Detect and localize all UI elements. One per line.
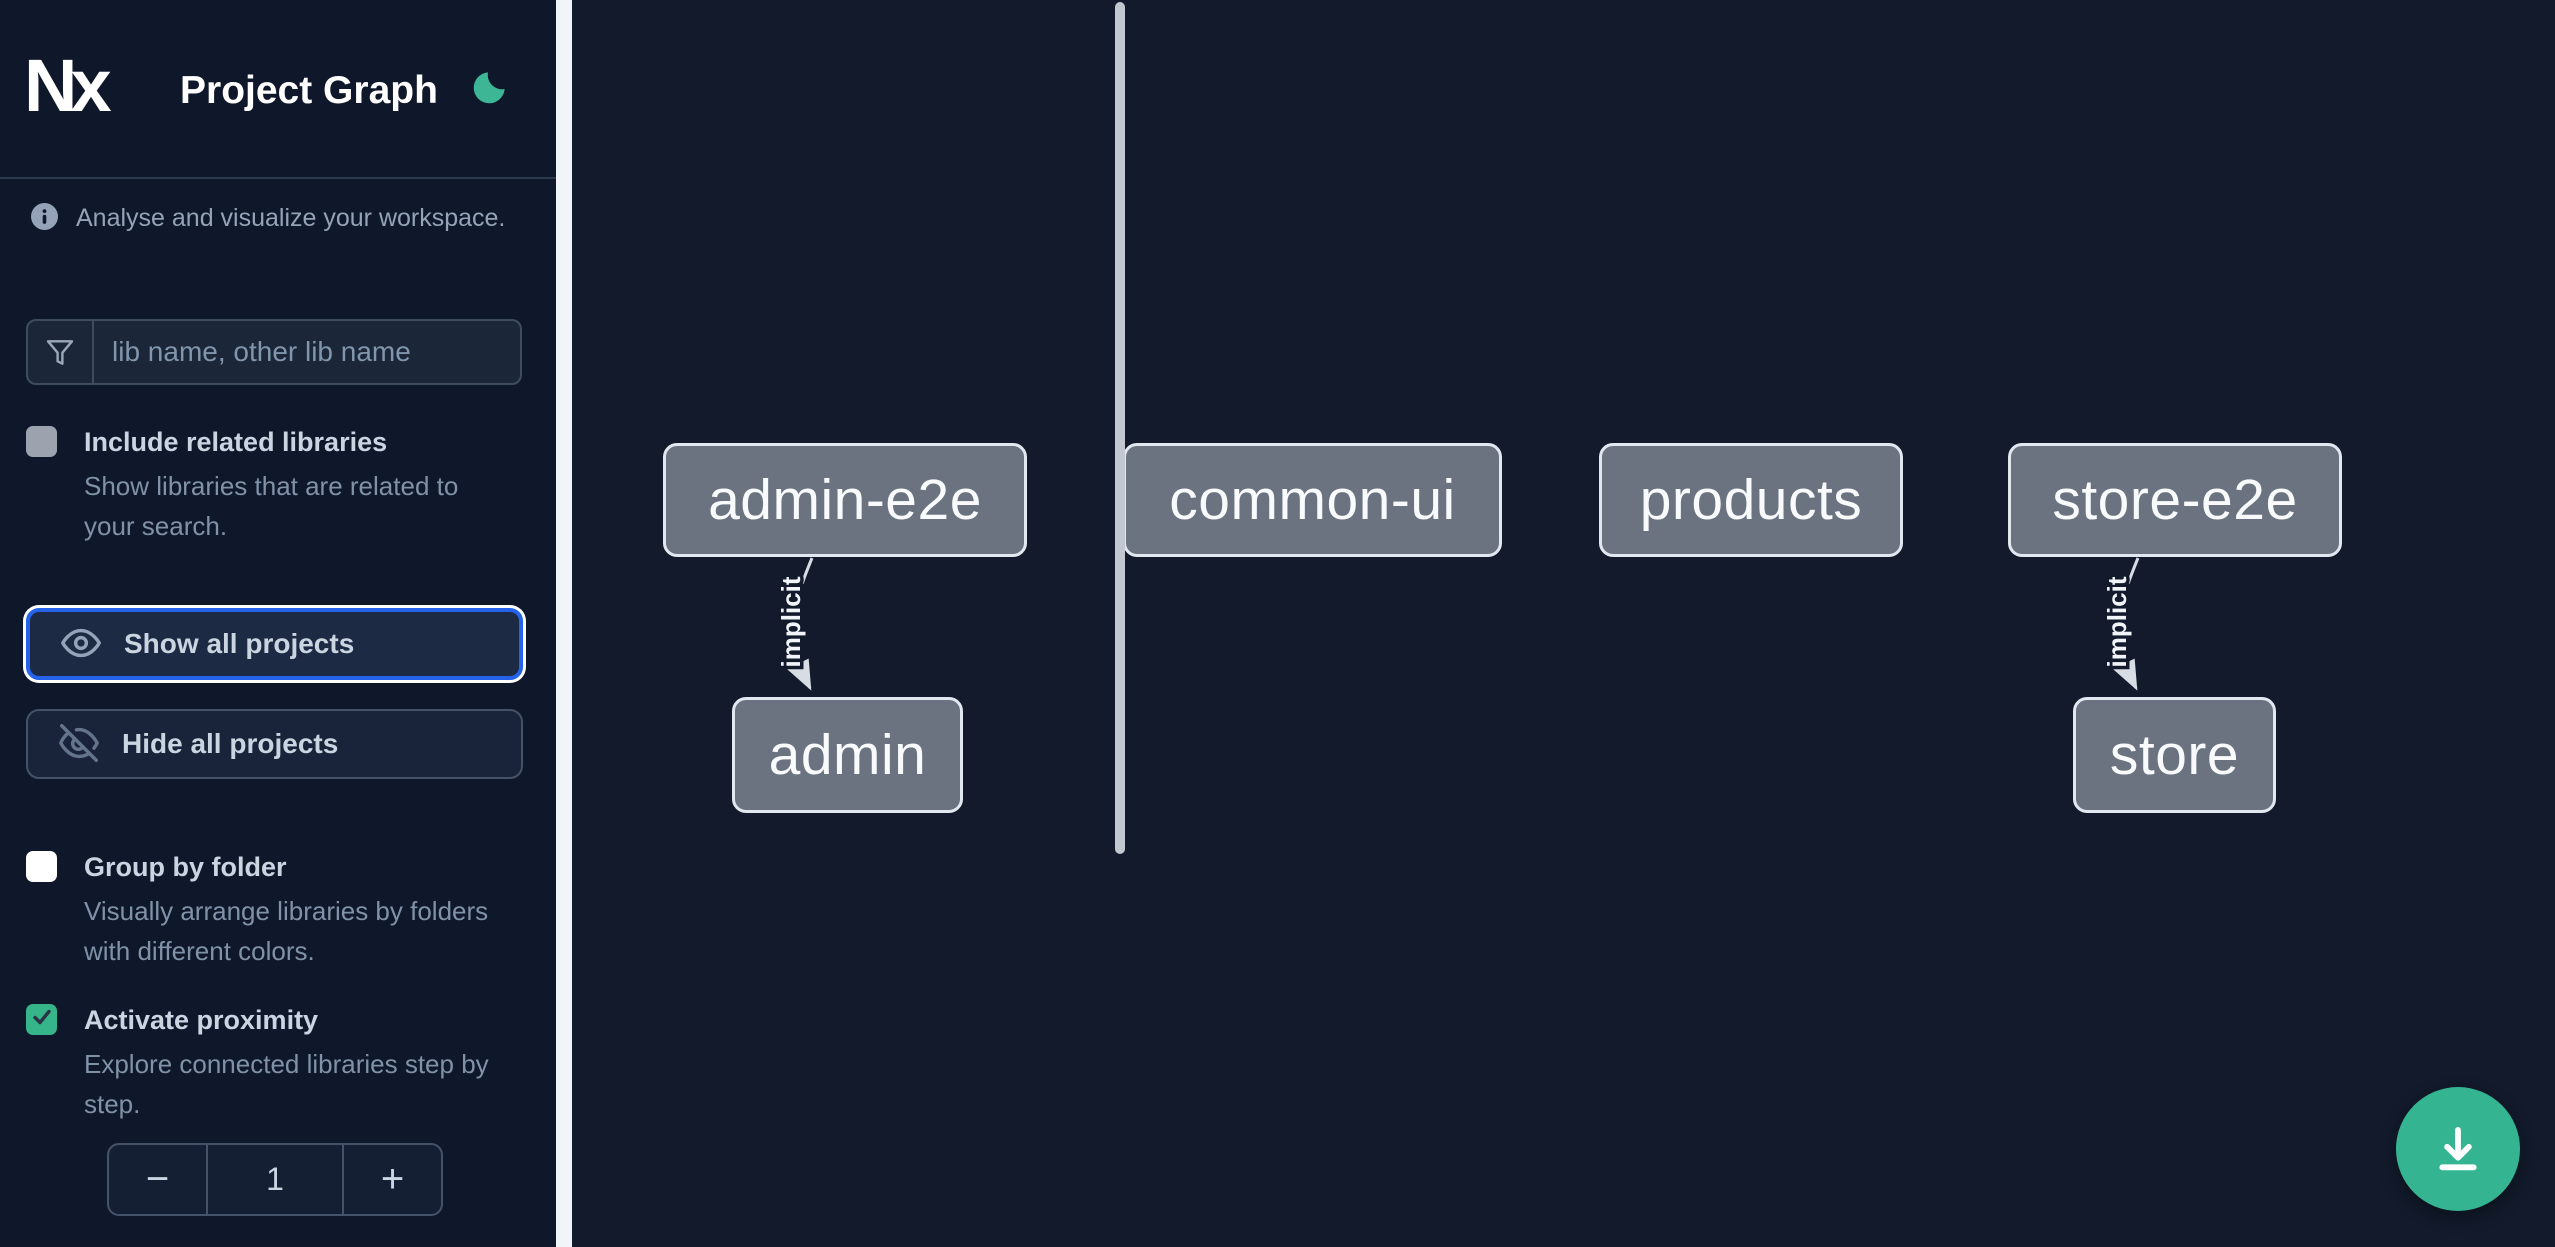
edge-label-implicit: implicit	[2102, 576, 2132, 667]
proximity-depth-value[interactable]: 1	[266, 1161, 284, 1197]
info-icon	[31, 203, 58, 230]
hide-all-projects-button[interactable]: Hide all projects	[26, 709, 523, 779]
project-node-store-e2e[interactable]: store-e2e	[2008, 443, 2342, 557]
show-all-projects-label: Show all projects	[124, 628, 355, 659]
decrement-button[interactable]: −	[109, 1145, 208, 1214]
moon-icon	[470, 67, 510, 110]
toggle-label: Include related libraries	[84, 427, 388, 457]
sidebar-scrollbar-thumb[interactable]	[1115, 2, 1125, 854]
checkmark-icon	[30, 1005, 54, 1034]
download-image-button[interactable]	[2396, 1087, 2520, 1211]
toggle-description: Show libraries that are related to your …	[84, 471, 459, 541]
checkbox-group-by-folder[interactable]	[26, 851, 57, 882]
project-node-products[interactable]: products	[1599, 443, 1903, 557]
sidebar: Nx Project Graph Analyse and visualize y…	[0, 0, 556, 1247]
eye-icon	[58, 620, 104, 669]
edge-admin-e2e-to-admin	[787, 557, 814, 691]
theme-toggle-button[interactable]	[466, 64, 514, 112]
funnel-icon	[28, 321, 94, 383]
edge-label-implicit: implicit	[776, 576, 806, 667]
sidebar-scrollbar-track[interactable]	[556, 0, 1125, 1247]
project-node-store[interactable]: store	[2073, 697, 2276, 813]
toggle-label: Group by folder	[84, 852, 287, 882]
project-node-admin-e2e[interactable]: admin-e2e	[663, 443, 1027, 557]
proximity-depth-stepper: − 1 +	[107, 1143, 443, 1216]
checkbox-include-related-libraries[interactable]	[26, 426, 57, 457]
checkbox-activate-proximity[interactable]	[26, 1004, 57, 1035]
search-input[interactable]	[94, 321, 520, 383]
nx-logo: Nx	[24, 44, 112, 127]
hide-all-projects-label: Hide all projects	[122, 728, 339, 759]
increment-button[interactable]: +	[342, 1145, 441, 1214]
toggle-description: Visually arrange libraries by folders wi…	[84, 896, 489, 966]
show-all-projects-button[interactable]: Show all projects	[26, 608, 523, 680]
project-node-admin[interactable]: admin	[732, 697, 963, 813]
project-node-common-ui[interactable]: common-ui	[1123, 443, 1502, 557]
toggle-label: Activate proximity	[84, 1005, 319, 1035]
info-banner: Analyse and visualize your workspace.	[31, 200, 531, 234]
search-filter-group	[26, 319, 522, 385]
header-divider	[0, 177, 556, 179]
info-text: Analyse and visualize your workspace.	[76, 204, 506, 232]
page-title: Project Graph	[180, 69, 438, 112]
download-icon	[2429, 1119, 2487, 1180]
edge-store-e2e-to-store	[2113, 557, 2140, 691]
toggle-description: Explore connected libraries step by step…	[84, 1049, 489, 1119]
eye-off-icon	[56, 720, 102, 769]
